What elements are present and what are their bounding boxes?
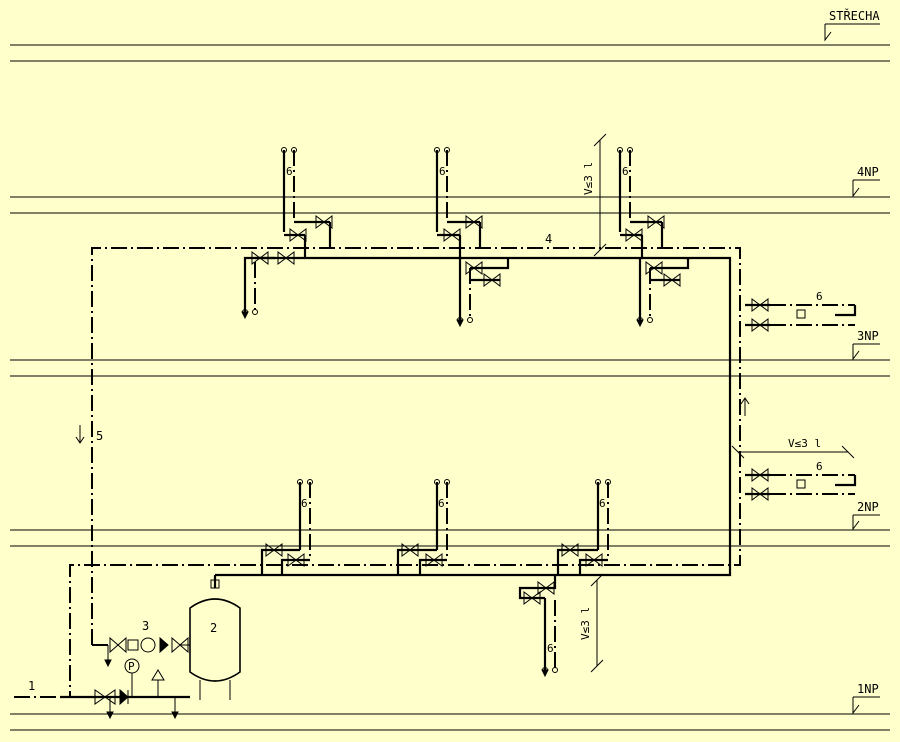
level-marker-1np: 1NP — [852, 682, 880, 715]
riser-4np-left: 6 — [281, 147, 333, 258]
volume-limit-label: V≤3 l — [579, 607, 592, 640]
level-label-2np: 2NP — [857, 500, 879, 514]
tap-label: 6 — [547, 642, 554, 655]
level-marker-3np: 3NP — [852, 329, 880, 361]
tap-label: 6 — [286, 165, 293, 178]
floor-lines — [10, 44, 890, 731]
riser-2np-left: 6 — [260, 479, 313, 575]
drop-3np-left — [241, 251, 295, 320]
riser-2np-right: 6 — [556, 479, 611, 575]
storage-tank: 2 — [189, 579, 241, 700]
hot-water-pipes — [60, 256, 732, 699]
tank-label: 2 — [210, 621, 217, 635]
tap-label: 6 — [816, 460, 823, 473]
branch-2np-right: 6 — [745, 460, 857, 501]
dimension-volume-1np: V≤3 l — [579, 573, 604, 673]
volume-limit-label: V≤3 l — [788, 437, 821, 450]
tap-label: 6 — [816, 290, 823, 303]
inlet-assembly: 1 P — [28, 658, 179, 720]
branch-3np-right: 6 — [745, 290, 857, 332]
distribution-label: 4 — [545, 232, 552, 246]
riser-4np-middle: 6 — [434, 147, 483, 258]
tap-label: 6 — [301, 497, 308, 510]
level-marker-2np: 2NP — [852, 500, 880, 531]
riser-4np-right: 6 — [617, 147, 665, 258]
circulation-arrows: 5 — [75, 397, 750, 444]
pump-label: 3 — [142, 619, 149, 633]
circulation-label: 5 — [96, 429, 103, 443]
level-label-3np: 3NP — [857, 329, 879, 343]
drop-3np-middle — [456, 258, 510, 328]
circulation-pipes — [14, 247, 741, 698]
meter-label: P — [128, 660, 135, 673]
level-label-strecha: STŘECHA — [829, 8, 880, 23]
drop-1np: 6 — [518, 575, 558, 678]
tap-label: 6 — [599, 497, 606, 510]
level-marker-4np: 4NP — [852, 165, 880, 198]
level-label-1np: 1NP — [857, 682, 879, 696]
riser-2np-middle: 6 — [396, 479, 450, 575]
volume-limit-label: V≤3 l — [582, 162, 595, 195]
tap-label: 6 — [439, 165, 446, 178]
dimension-volume-2np: V≤3 l — [731, 437, 855, 459]
drop-3np-right — [636, 258, 690, 328]
dimension-volume-4np: V≤3 l — [582, 133, 607, 257]
tap-label: 6 — [438, 497, 445, 510]
tap-label: 6 — [622, 165, 629, 178]
pump-assembly: 3 — [104, 619, 190, 668]
level-label-4np: 4NP — [857, 165, 879, 179]
inlet-label: 1 — [28, 679, 35, 693]
level-marker-strecha: STŘECHA — [824, 8, 880, 42]
